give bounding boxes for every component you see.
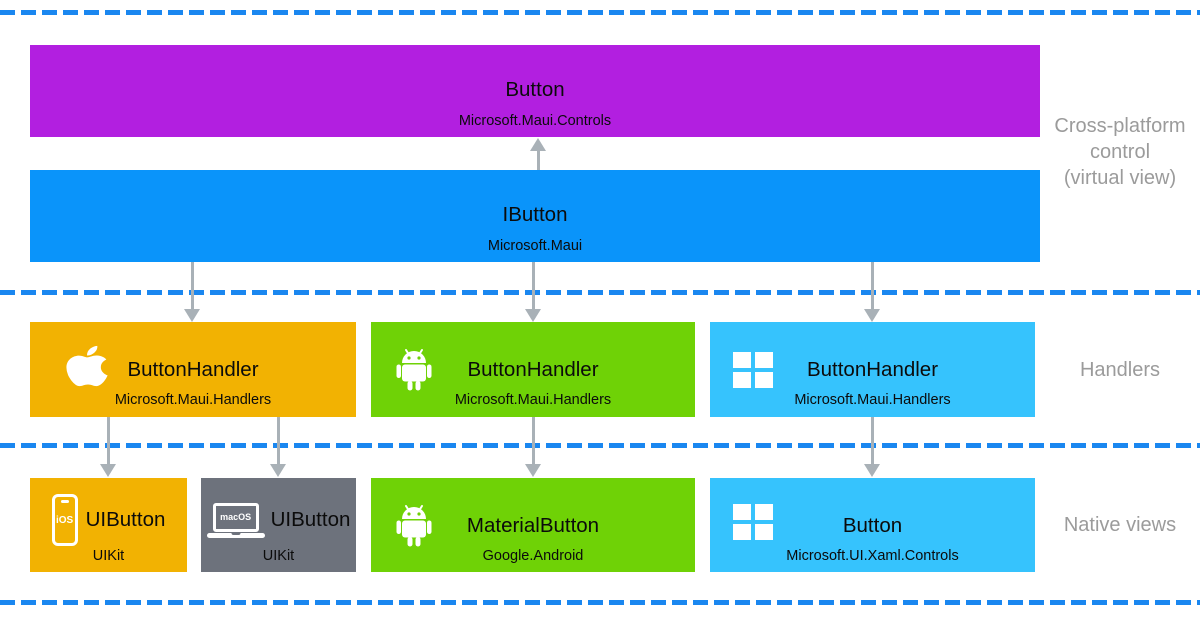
macos-uibutton-subtitle: UIKit [262,548,295,564]
android-handler-subtitle: Microsoft.Maui.Handlers [454,392,612,408]
windows-native-button-title: Button [842,514,903,537]
windows-native-button-subtitle: Microsoft.UI.Xaml.Controls [786,548,959,564]
button-box: Button Microsoft.Maui.Controls [30,45,1040,137]
ibutton-box: IButton Microsoft.Maui [30,170,1040,262]
arrow-line-ios-handler-to-uibutton-macos [276,417,280,465]
materialbutton-subtitle: Google.Android [482,548,584,564]
arrow-line-android-handler-to-materialbutton [531,417,535,465]
windows-handler-title: ButtonHandler [806,358,939,381]
arrow-line-ibutton-to-ios-handler [190,262,194,310]
arrowhead-ios-handler-to-uibutton-macos [270,464,286,477]
apple-logo-icon [66,345,108,387]
arrow-line-ibutton-to-android-handler [531,262,535,310]
arrow-line-ibutton-to-button [536,150,540,170]
materialbutton-title: MaterialButton [466,514,600,537]
ios-handler-title: ButtonHandler [127,358,259,381]
macos-laptop-icon: macOS [206,502,265,538]
layer-label-line: control [1089,141,1151,163]
ios-button-handler-box: ButtonHandler Microsoft.Maui.Handlers [30,322,356,417]
arrowhead-windows-handler-to-button [864,464,880,477]
windows-handler-subtitle: Microsoft.Maui.Handlers [794,392,951,408]
layer-label-handlers: Handlers [1079,359,1161,381]
macos-uibutton-box: macOS UIButton UIKit [201,478,356,572]
windows-logo-icon [733,352,773,388]
android-robot-icon [396,349,432,391]
layer-label-line: (virtual view) [1063,167,1177,189]
windows-logo-icon [733,504,773,540]
android-materialbutton-box: MaterialButton Google.Android [371,478,695,572]
arrowhead-ibutton-to-button [530,138,546,151]
layer-label-line: Cross-platform [1054,115,1186,137]
macos-badge-label: macOS [220,512,252,522]
windows-button-handler-box: ButtonHandler Microsoft.Maui.Handlers [710,322,1035,417]
button-box-title: Button [505,78,565,101]
android-robot-icon [396,505,432,547]
ios-phone-icon: iOS [51,494,78,546]
ios-uibutton-box: iOS UIButton UIKit [30,478,187,572]
arrowhead-android-handler-to-materialbutton [525,464,541,477]
layer-boundary-dashed-line-bottom [0,600,1200,605]
layer-label-cross-platform: Cross-platform control (virtual view) [1040,113,1200,191]
arrowhead-ibutton-to-ios-handler [184,309,200,322]
arrowhead-ibutton-to-android-handler [525,309,541,322]
windows-button-box: Button Microsoft.UI.Xaml.Controls [710,478,1035,572]
ios-handler-subtitle: Microsoft.Maui.Handlers [114,392,272,408]
arrowhead-ios-handler-to-uibutton-ios [100,464,116,477]
arrow-line-windows-handler-to-button [870,417,874,465]
layer-boundary-dashed-line-top [0,10,1200,15]
ios-uibutton-subtitle: UIKit [92,548,125,564]
android-handler-title: ButtonHandler [467,358,599,381]
layer-boundary-dashed-line-handlers [0,290,1200,295]
ibutton-box-subtitle: Microsoft.Maui [487,238,583,254]
arrow-line-ibutton-to-windows-handler [870,262,874,310]
ibutton-box-title: IButton [502,203,568,226]
ios-uibutton-title: UIButton [85,508,166,531]
ios-badge-label: iOS [55,514,74,526]
arrow-line-ios-handler-to-uibutton-ios [106,417,110,465]
layer-boundary-dashed-line-native [0,443,1200,448]
button-box-subtitle: Microsoft.Maui.Controls [458,113,612,129]
layer-label-native-views: Native views [1063,514,1177,536]
macos-uibutton-title: UIButton [270,508,351,531]
android-button-handler-box: ButtonHandler Microsoft.Maui.Handlers [371,322,695,417]
arrowhead-ibutton-to-windows-handler [864,309,880,322]
